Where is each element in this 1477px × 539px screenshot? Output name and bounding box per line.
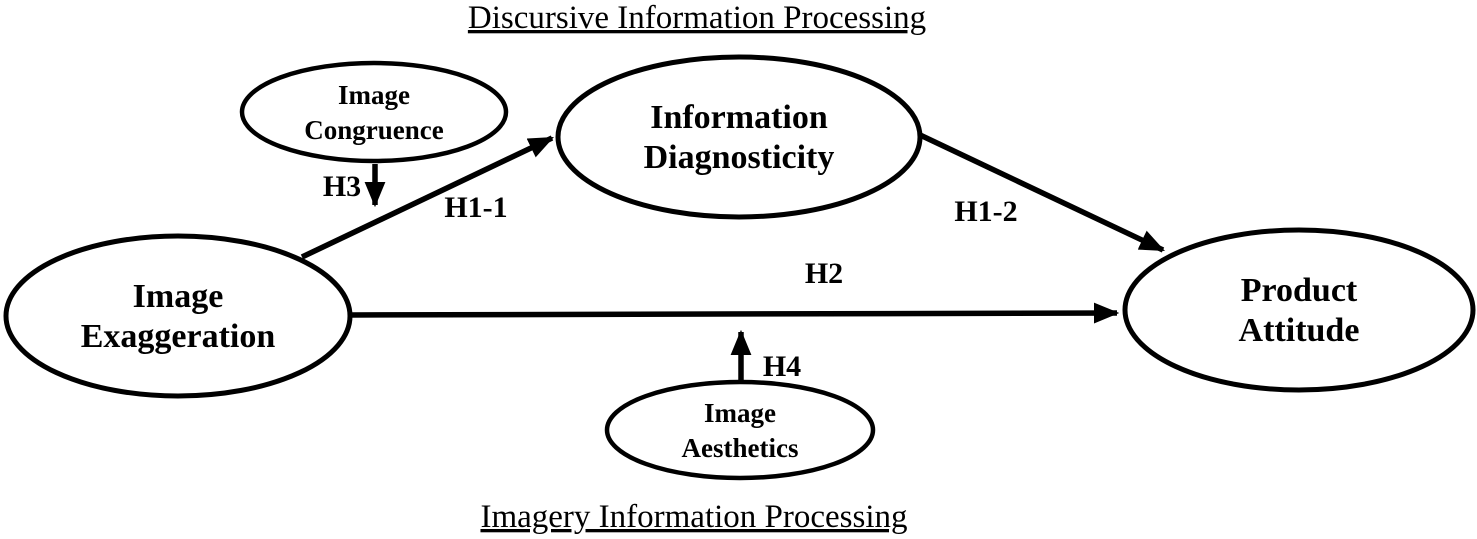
ellipse-product-attitude: [1122, 227, 1476, 393]
arrow-h1-2-diagnosticity-to-attitude: [916, 131, 1165, 253]
node-label-information-diagnosticity-line2: Diagnosticity: [644, 139, 835, 176]
label-h2: H2: [805, 257, 843, 290]
label-h1-2: H1-2: [954, 195, 1017, 228]
node-label-product-attitude-line2: Attitude: [1239, 312, 1360, 349]
title-discursive-information-processing: Discursive Information Processing: [468, 0, 926, 36]
node-label-information-diagnosticity-line1: Information: [650, 99, 828, 136]
node-label-image-aesthetics-line1: Image: [704, 398, 776, 428]
arrow-h2-exaggeration-to-attitude: [349, 302, 1120, 324]
node-label-image-congruence-line2: Congruence: [304, 115, 443, 145]
node-image-exaggeration: Image Exaggeration: [3, 233, 353, 399]
label-h3: H3: [323, 170, 361, 203]
node-label-image-aesthetics-line2: Aesthetics: [682, 433, 799, 463]
node-product-attitude: Product Attitude: [1122, 227, 1476, 393]
ellipse-information-diagnosticity: [555, 54, 923, 220]
label-h1-1: H1-1: [444, 191, 507, 224]
arrow-h1-1-exaggeration-to-diagnosticity: [300, 135, 554, 260]
title-imagery-information-processing: Imagery Information Processing: [480, 499, 907, 535]
node-label-product-attitude-line1: Product: [1241, 272, 1358, 309]
node-image-aesthetics: Image Aesthetics: [604, 379, 876, 481]
ellipse-image-congruence: [239, 60, 509, 164]
node-label-image-exaggeration-line1: Image: [133, 278, 224, 315]
ellipse-image-exaggeration: [3, 233, 353, 399]
node-label-image-exaggeration-line2: Exaggeration: [81, 318, 276, 355]
node-image-congruence: Image Congruence: [239, 60, 509, 164]
label-h4: H4: [763, 350, 801, 383]
node-information-diagnosticity: Information Diagnosticity: [555, 54, 923, 220]
ellipse-image-aesthetics: [604, 379, 876, 481]
node-label-image-congruence-line1: Image: [338, 80, 410, 110]
